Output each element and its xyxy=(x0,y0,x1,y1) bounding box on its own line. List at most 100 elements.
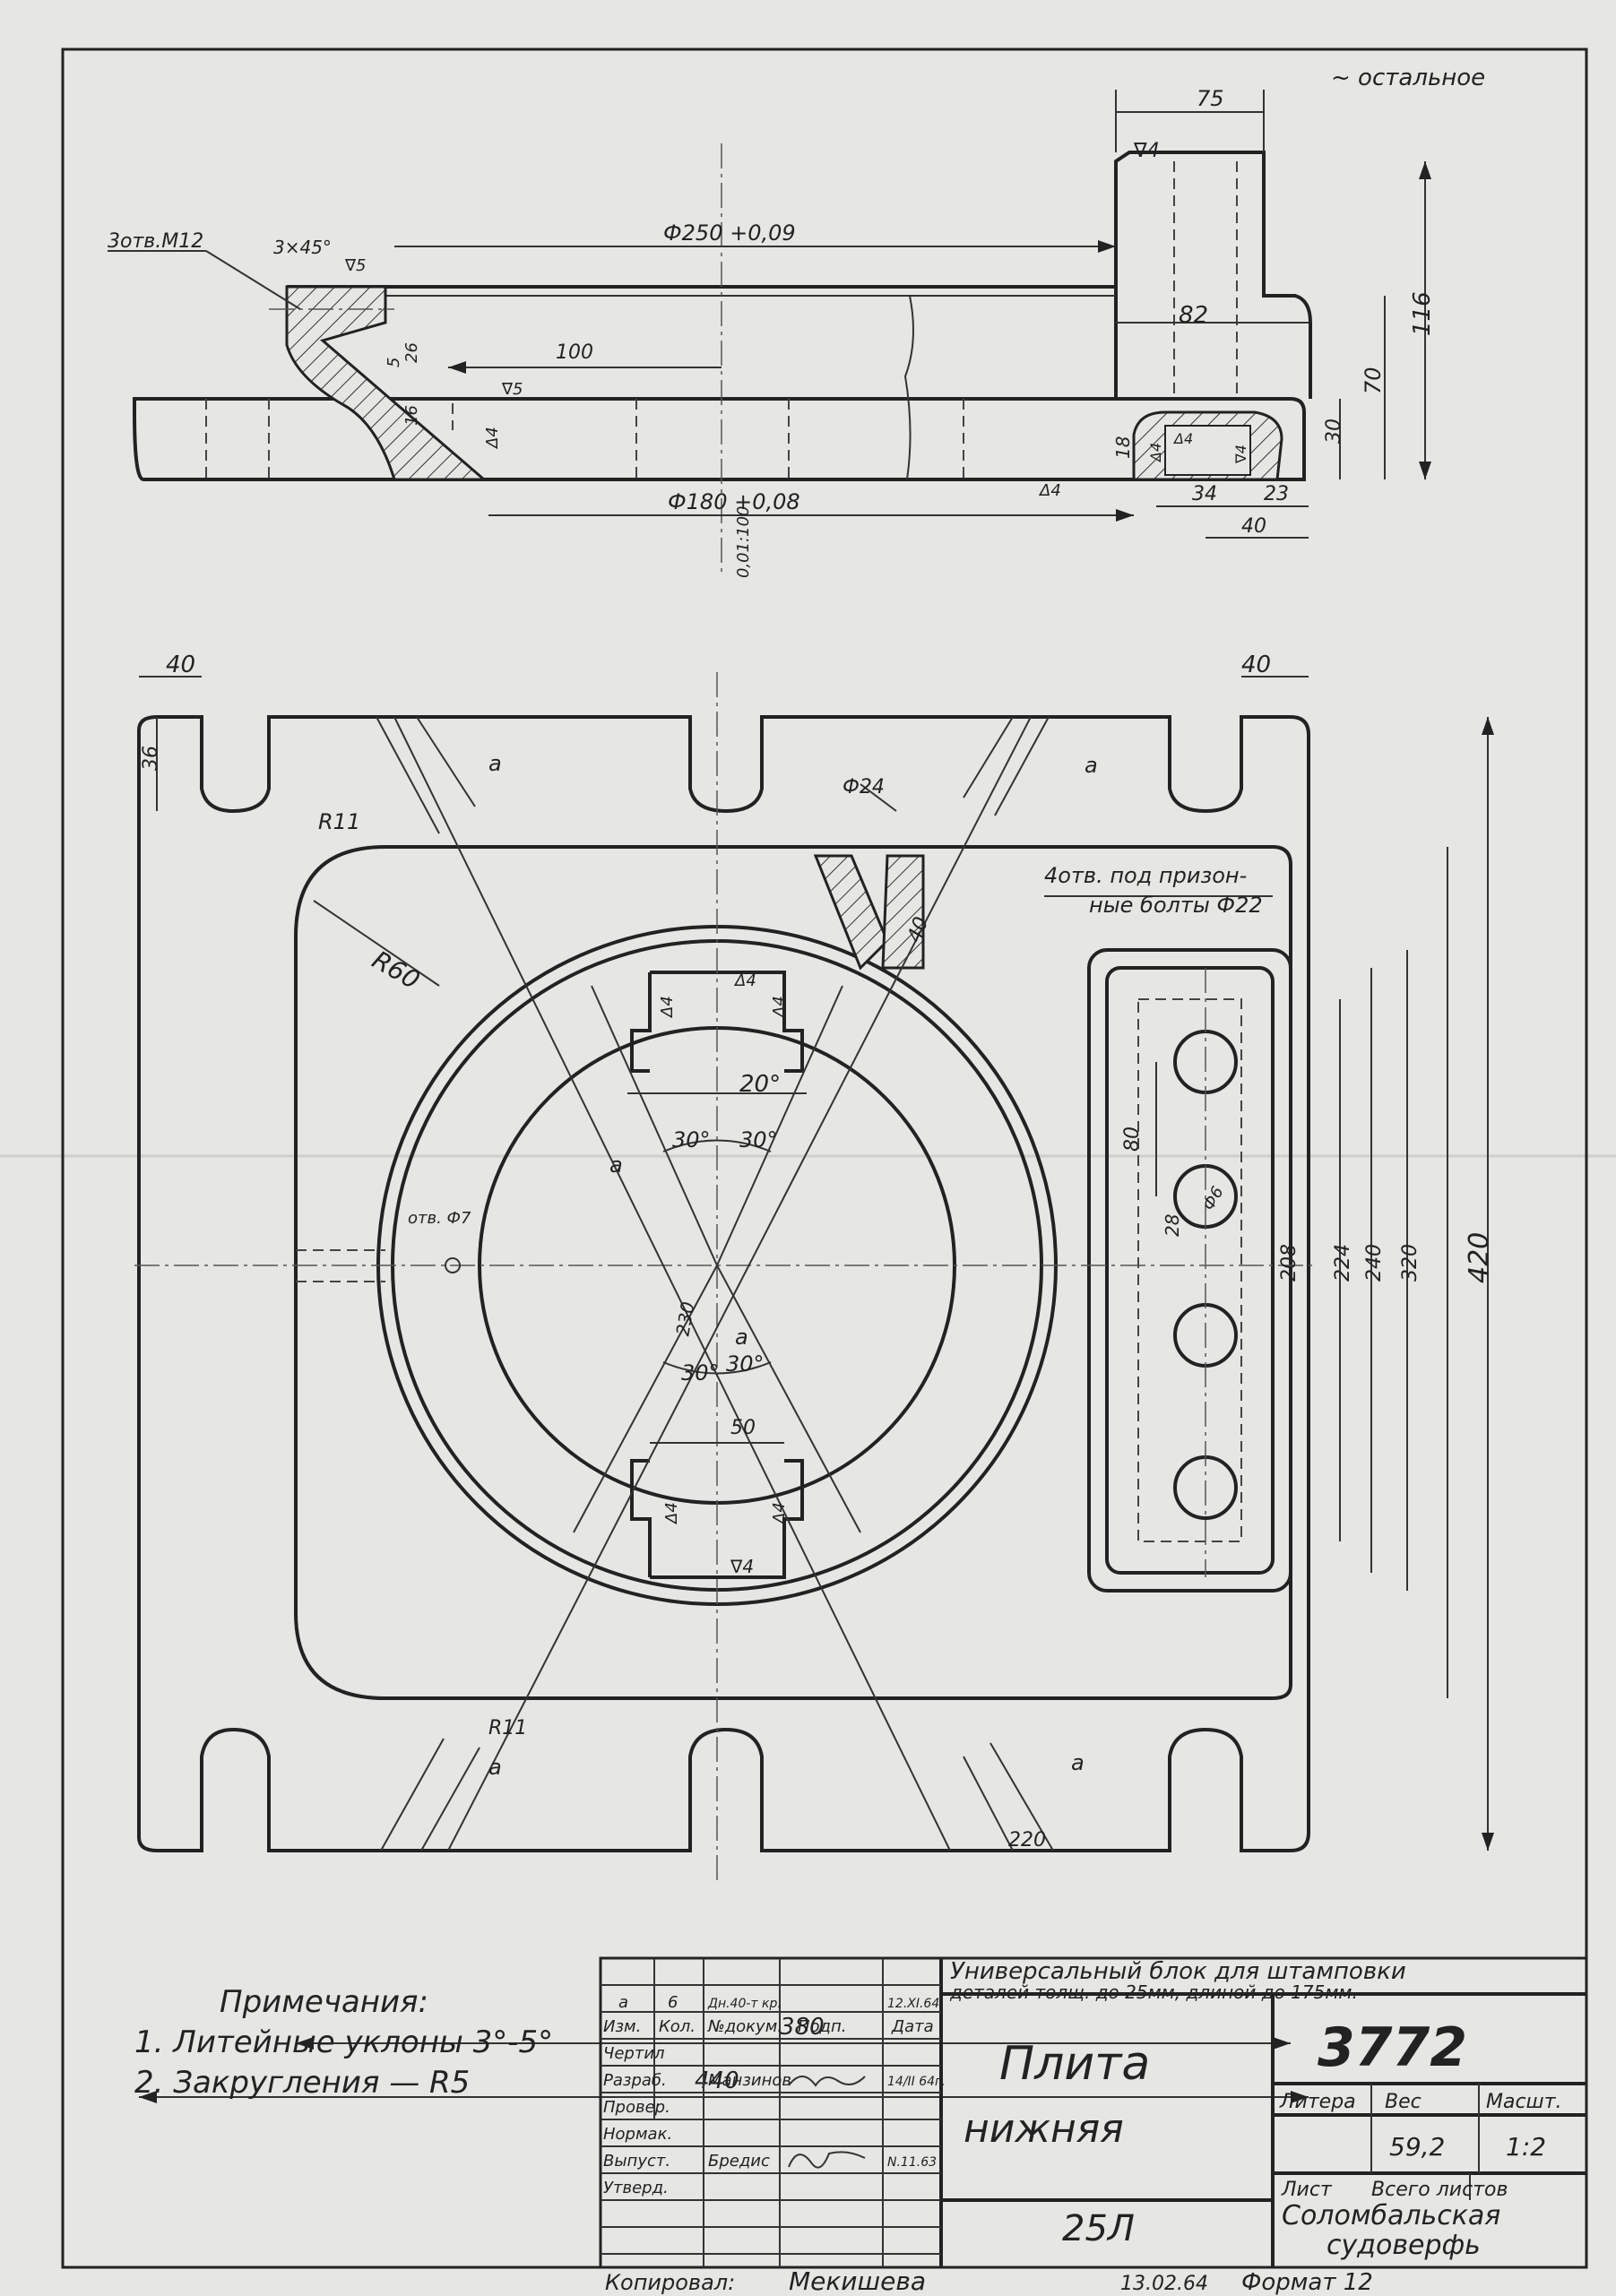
r11-top: R11 xyxy=(318,809,360,834)
angle-30b: 30° xyxy=(739,1127,778,1152)
phi24: Ф24 xyxy=(843,776,885,798)
tb-role-prover: Провер. xyxy=(603,2098,670,2117)
tb-role-vypust: Выпуст. xyxy=(603,2152,670,2171)
tb-description-2: деталей толщ. до 25мм, длиной до 175мм. xyxy=(949,1981,1358,2003)
tb-col-sign: Подп. xyxy=(798,2017,846,2036)
r60: R60 xyxy=(367,945,425,995)
angle-30d: 30° xyxy=(726,1351,765,1377)
dim-75: 75 xyxy=(1197,86,1224,111)
dim-16: 16 xyxy=(402,405,421,426)
delta4d: Δ4 xyxy=(1147,443,1164,463)
hole-phi7: отв. Ф7 xyxy=(408,1209,471,1228)
mark-a-1: а xyxy=(488,751,502,776)
mark-a-5: а xyxy=(488,1755,502,1780)
bolt-holes-2: ные болты Ф22 xyxy=(1089,893,1263,918)
d4-3: Δ4 xyxy=(770,996,789,1019)
notes-title: Примечания: xyxy=(220,1984,428,2020)
dim-320: 320 xyxy=(1399,1244,1422,1282)
copied-label: Копировал: xyxy=(605,2270,735,2295)
dim-28: 28 xyxy=(1162,1214,1183,1237)
chamfer: 3×45° xyxy=(273,237,332,258)
dim-23: 23 xyxy=(1264,483,1289,505)
tb-col-doc: №докум. xyxy=(707,2017,782,2036)
corner-mark: ~ остальное xyxy=(1331,65,1485,91)
title-block: Универсальный блок для штамповки деталей… xyxy=(599,1956,1588,2269)
r11-bottom: R11 xyxy=(488,1717,527,1739)
signature-razrab xyxy=(788,2076,866,2087)
rough-4a: ∇4 xyxy=(1133,140,1160,162)
dim-116: 116 xyxy=(1409,291,1436,336)
tb-col-izm: Изм. xyxy=(603,2017,641,2036)
tb-head-weight: Вес xyxy=(1385,2091,1422,2113)
dim-36: 36 xyxy=(140,746,162,771)
mark-a-2: а xyxy=(1085,753,1098,778)
tb-sheet: Лист xyxy=(1281,2179,1333,2201)
sheet-format: Формат 12 xyxy=(1241,2269,1373,2296)
notes: Примечания: 1. Литейные уклоны 3°-5° 2. … xyxy=(134,1984,553,2101)
rough-5b: ∇5 xyxy=(501,380,523,399)
tb-rev-date: 12.XI.64 xyxy=(887,1997,939,2011)
tb-role-normak: Нормак. xyxy=(603,2125,672,2144)
dim-208: 208 xyxy=(1278,1244,1301,1282)
rough-5a: ∇5 xyxy=(344,256,367,275)
holes-m12: 3отв.М12 xyxy=(108,230,203,253)
dim-82: 82 xyxy=(1179,302,1208,329)
delta4b: Δ4 xyxy=(1038,481,1061,500)
tb-rev-qty: 6 xyxy=(668,1993,678,2012)
tb-rev-doc: Дн.40-т кр. xyxy=(707,1997,782,2011)
tb-date-razrab: 14/II 64г. xyxy=(887,2075,946,2089)
dim-80: 80 xyxy=(1121,1126,1144,1152)
dim-34: 34 xyxy=(1192,483,1217,505)
dim-18: 18 xyxy=(1112,436,1134,459)
tb-date-vypust: N.11.63 xyxy=(887,2155,937,2170)
d4-4: Δ4 xyxy=(662,1502,681,1525)
drawing-frame xyxy=(61,47,1588,2269)
dim-380: 380 xyxy=(780,2014,825,2041)
angle-20: 20° xyxy=(739,1071,781,1098)
tb-col-kol: Кол. xyxy=(659,2017,696,2036)
tb-rev-mark: а xyxy=(618,1993,628,2012)
dim-240: 240 xyxy=(1363,1244,1386,1282)
d4-5: ∇4 xyxy=(730,1556,754,1577)
dim-70: 70 xyxy=(1361,367,1386,394)
section-view: 75 ∇4 82 116 70 30 18 34 23 40 100 16 5 … xyxy=(108,86,1436,578)
tb-col-date: Дата xyxy=(891,2017,934,2036)
delta4a: Δ4 xyxy=(483,427,502,450)
angle-30c: 30° xyxy=(681,1360,720,1385)
dim-40-top: 40 xyxy=(1241,515,1266,538)
tolerance: 0,01:100 xyxy=(734,506,753,579)
plan-view: 40 40 36 R11 R11 R60 Ф24 40 4отв. под пр… xyxy=(134,652,1495,2103)
mark-a-4: а xyxy=(735,1325,748,1350)
dim-phi6: Ф6 xyxy=(1199,1183,1228,1213)
dim-40-left: 40 xyxy=(166,652,195,678)
signature-vypust xyxy=(788,2151,866,2169)
tb-head-scale: Масшт. xyxy=(1486,2091,1562,2113)
bolt-holes: 4отв. под призон- xyxy=(1044,863,1247,888)
phi180: Ф180 +0,08 xyxy=(668,489,800,514)
dim-40-right: 40 xyxy=(1241,652,1271,678)
tb-sheets-total: Всего листов xyxy=(1371,2179,1508,2201)
d4-1: Δ4 xyxy=(733,971,756,990)
tb-head-litera: Литера xyxy=(1279,2091,1356,2113)
tb-part-name-1: Плита xyxy=(999,2037,1150,2091)
delta4e: ∇4 xyxy=(1232,445,1249,464)
d4-2: Δ4 xyxy=(658,996,677,1019)
tb-name-vypust: Бредис xyxy=(708,2152,770,2171)
tb-name-razrab: Манзинов xyxy=(708,2071,791,2090)
dim-50: 50 xyxy=(730,1417,756,1439)
dim-220: 220 xyxy=(1008,1829,1046,1851)
tb-drawing-number: 3772 xyxy=(1318,2016,1467,2079)
dim-230: 230 xyxy=(671,1300,698,1338)
mark-a-3: а xyxy=(609,1152,623,1178)
tb-part-name-2: нижняя xyxy=(964,2106,1124,2152)
dim-224: 224 xyxy=(1332,1244,1354,1282)
dim-420: 420 xyxy=(1464,1232,1495,1283)
dim-26: 26 xyxy=(402,342,421,363)
note-1: 1. Литейные уклоны 3°-5° xyxy=(134,2024,553,2060)
dim-30: 30 xyxy=(1323,419,1345,444)
d4-6: Δ4 xyxy=(770,1502,789,1525)
mark-a-6: а xyxy=(1071,1750,1085,1775)
note-2: 2. Закругления — R5 xyxy=(134,2065,470,2101)
copied-date: 13.02.64 xyxy=(1120,2273,1208,2295)
